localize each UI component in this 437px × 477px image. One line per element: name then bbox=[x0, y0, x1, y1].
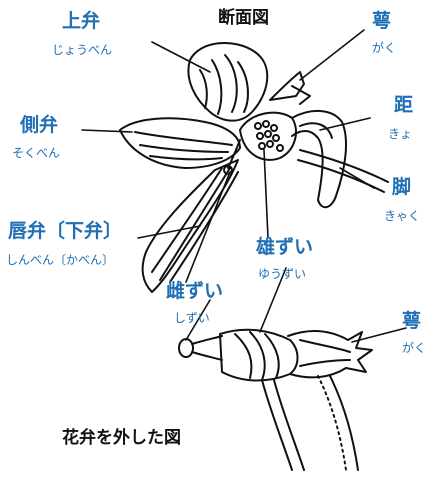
label-lip-petal: 唇弁〔下弁〕 bbox=[8, 222, 122, 241]
petals-removed-flower bbox=[179, 330, 372, 470]
label-spur: 距 bbox=[394, 96, 413, 115]
reading-leg: きゃく bbox=[384, 210, 420, 222]
reading-spur: きょ bbox=[388, 128, 412, 140]
leader-lines-upper bbox=[82, 30, 374, 282]
caption-petals-removed: 花弁を外した図 bbox=[62, 430, 181, 447]
label-upper-petal: 上弁 bbox=[62, 12, 100, 31]
reading-sepal-top: がく bbox=[372, 42, 396, 54]
label-side-petal: 側弁 bbox=[20, 116, 58, 135]
label-sepal-bottom: 萼 bbox=[402, 312, 421, 331]
stamen-cluster bbox=[220, 330, 298, 381]
reading-upper-petal: じょうべん bbox=[52, 44, 112, 56]
cross-section-flower bbox=[120, 43, 388, 292]
label-pistil: 雌ずい bbox=[166, 282, 223, 301]
diagram-title: 断面図 bbox=[218, 10, 269, 27]
sepal-top-shape bbox=[270, 72, 304, 100]
sepal-bottom-shape bbox=[288, 331, 372, 377]
reading-pistil: しずい bbox=[174, 312, 210, 324]
reading-stamen: ゆうずい bbox=[258, 268, 306, 280]
upper-petal-shape bbox=[188, 43, 267, 121]
label-leg: 脚 bbox=[392, 178, 411, 197]
label-sepal-top: 萼 bbox=[372, 12, 391, 31]
reading-side-petal: そくべん bbox=[12, 147, 60, 159]
label-stamen: 雄ずい bbox=[256, 238, 313, 257]
reading-lip-petal: しんべん〔かべん〕 bbox=[6, 254, 114, 266]
reading-sepal-bottom: がく bbox=[402, 342, 426, 354]
